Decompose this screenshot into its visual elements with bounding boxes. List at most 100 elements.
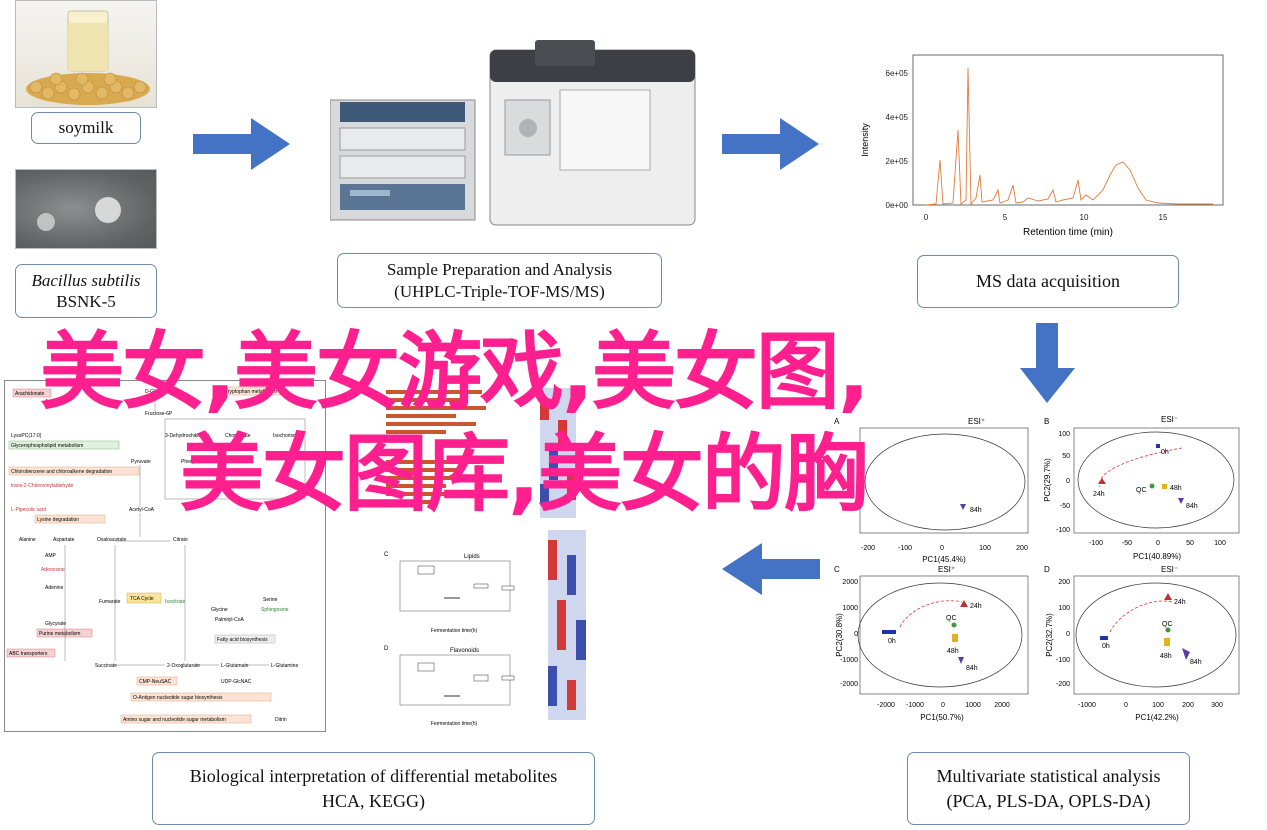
kegg-node-20: Acetyl-CoA xyxy=(129,507,155,513)
kegg-node-9: Alanine xyxy=(19,537,36,543)
svg-text:D: D xyxy=(384,646,389,652)
heatmap-top xyxy=(540,388,586,720)
panel-c-xlabel: PC1(50.7%) xyxy=(920,713,964,722)
kegg-node-30: Amino sugar and nucleotide sugar metabol… xyxy=(123,717,226,723)
bacillus-species: Bacillus subtilis xyxy=(31,271,141,290)
kegg-node-14: Adenosine xyxy=(41,567,65,573)
d-xtick-1: 0 xyxy=(1124,702,1128,709)
d-label-48h: 48h xyxy=(1160,653,1172,660)
kegg-node-21: Fumarate xyxy=(99,599,121,605)
lipids-xlabel: Fermentation time(h) xyxy=(431,628,478,634)
kegg-node-35: Glycine xyxy=(211,607,228,613)
c-label-48h: 48h xyxy=(947,648,959,655)
c-xtick-3: 1000 xyxy=(965,702,981,709)
xtick-10: 10 xyxy=(1080,213,1089,222)
b-xtick-1: -50 xyxy=(1122,540,1132,547)
panel-a-letter: A xyxy=(834,417,840,426)
panel-c-title: ESI⁺ xyxy=(938,565,955,574)
xtick-15: 15 xyxy=(1159,213,1168,222)
pca-panel-a: A ESI⁺ -200 -100 0 100 200 PC1(45.4%) 84… xyxy=(834,417,1029,564)
d-xtick-4: 300 xyxy=(1211,702,1223,709)
bio-methods: HCA, KEGG) xyxy=(322,790,425,811)
b-xtick-2: 0 xyxy=(1156,540,1160,547)
d-ytick-3: -100 xyxy=(1056,657,1070,664)
kegg-node-29: UDP-GlcNAC xyxy=(221,679,252,685)
arrow-right-2 xyxy=(722,118,819,170)
kegg-node-23: Isocitrate xyxy=(165,599,186,605)
kegg-node-17: Purine metabolism xyxy=(39,631,80,637)
arrow-right-1 xyxy=(193,118,290,170)
chromatogram-xlabel: Retention time (min) xyxy=(1023,227,1113,238)
chromatogram-trace xyxy=(925,67,1213,206)
soymilk-label: soymilk xyxy=(31,112,141,144)
soymilk-text: soymilk xyxy=(58,118,114,137)
c-ytick-4: -2000 xyxy=(840,681,858,688)
b-ytick-1: 50 xyxy=(1062,453,1070,460)
kegg-node-34: Fatty acid biosynthesis xyxy=(217,637,268,643)
biological-interpretation-label: Biological interpretation of differentia… xyxy=(152,752,595,825)
b-label-qc: QC xyxy=(1136,487,1147,494)
flavonoids-xlabel: Fermentation time(h) xyxy=(431,721,478,727)
panel-b-letter: B xyxy=(1044,417,1049,426)
kegg-node-1: D-Glucose xyxy=(145,389,169,395)
pca-panel-c: C ESI⁺ 2000 1000 0 -1000 -2000 -2000 -10… xyxy=(834,565,1029,722)
panel-b-title: ESI⁻ xyxy=(1161,415,1178,424)
b-xtick-3: 50 xyxy=(1186,540,1194,547)
c-ytick-2: 0 xyxy=(854,631,858,638)
b-ytick-2: 0 xyxy=(1066,478,1070,485)
a-label-84h: 84h xyxy=(970,507,982,514)
kegg-node-36: Palmityl-CoA xyxy=(215,617,245,623)
b-xtick-4: 100 xyxy=(1214,540,1226,547)
chromatogram-chart: 6e+05 4e+05 2e+05 0e+00 0 5 10 15 Retent… xyxy=(860,54,1224,238)
a-xtick-0: -200 xyxy=(861,545,875,552)
kegg-node-32: Sphingosine xyxy=(261,607,289,613)
kegg-node-7: L-Pipecolic acid xyxy=(11,507,46,513)
b-ytick-4: -100 xyxy=(1056,527,1070,534)
kegg-node-3: LysoPC(17:0) xyxy=(11,433,42,439)
panel-a-xlabel: PC1(45.4%) xyxy=(922,555,966,564)
lipids-title: Lipids xyxy=(464,554,480,560)
a-xtick-3: 100 xyxy=(979,545,991,552)
xtick-0: 0 xyxy=(924,213,929,222)
kegg-node-2: Anchor xyxy=(45,399,61,405)
kegg-node-19: Pyruvate xyxy=(131,459,151,465)
ms-acquisition-text: MS data acquisition xyxy=(976,271,1120,291)
c-label-0h: 0h xyxy=(888,638,896,645)
kegg-pathway-map: Arachidonate D-Glucose Anchor LysoPC(17:… xyxy=(4,380,326,732)
multivariate-methods: (PCA, PLS-DA, OPLS-DA) xyxy=(946,790,1151,811)
kegg-node-25: 2-Oxoglutarate xyxy=(167,663,200,669)
ytick-4e05: 4e+05 xyxy=(886,113,909,122)
b-label-48h: 48h xyxy=(1170,485,1182,492)
kegg-node-12: Citrate xyxy=(173,537,188,543)
panel-d-xlabel: PC1(42.2%) xyxy=(1135,713,1179,722)
c-xtick-4: 2000 xyxy=(994,702,1010,709)
kegg-node-37: Ditrin xyxy=(275,717,287,723)
kegg-node-16: Glycyrate xyxy=(45,621,66,627)
kegg-node-27: L-Glutamine xyxy=(271,663,298,669)
soymilk-photo xyxy=(15,0,157,108)
b-ytick-0: 100 xyxy=(1058,431,1070,438)
c-xtick-0: -2000 xyxy=(877,702,895,709)
d-xtick-0: -1000 xyxy=(1078,702,1096,709)
panel-b-xlabel: PC1(40.89%) xyxy=(1133,552,1181,561)
kegg-node-33: Serine xyxy=(263,597,278,603)
flavonoids-title: Flavonoids xyxy=(450,648,479,654)
kegg-node-28: CMP-NeuSAC xyxy=(139,679,172,685)
pca-panel-b: B ESI⁻ 100 50 0 -50 -100 -100 -50 0 50 1… xyxy=(1043,415,1240,561)
c-ytick-0: 2000 xyxy=(842,579,858,586)
ytick-2e05: 2e+05 xyxy=(886,157,909,166)
b-xtick-0: -100 xyxy=(1089,540,1103,547)
b-label-84h: 84h xyxy=(1186,503,1198,510)
heatmap-and-boxplots: C Lipids Fermentation time(h) D Flavonoi… xyxy=(384,388,586,727)
d-xtick-2: 100 xyxy=(1152,702,1164,709)
c-label-qc: QC xyxy=(946,615,957,622)
kegg-node-13: AMP xyxy=(45,553,57,559)
xtick-5: 5 xyxy=(1003,213,1008,222)
kegg-node-4: Glycerophospholipid metabolism xyxy=(11,443,83,449)
c-xtick-1: -1000 xyxy=(906,702,924,709)
pca-panel-d: D ESI⁻ 200 100 0 -100 -200 -1000 0 100 2… xyxy=(1044,565,1240,722)
watermark-line-2: 美女图库,美女的胸 xyxy=(180,425,868,523)
bacillus-label: Bacillus subtilis BSNK-5 xyxy=(15,264,157,318)
arrow-down xyxy=(1020,323,1075,403)
kegg-node-6: trans-2-Chlorovinylaldehyde xyxy=(11,483,73,489)
